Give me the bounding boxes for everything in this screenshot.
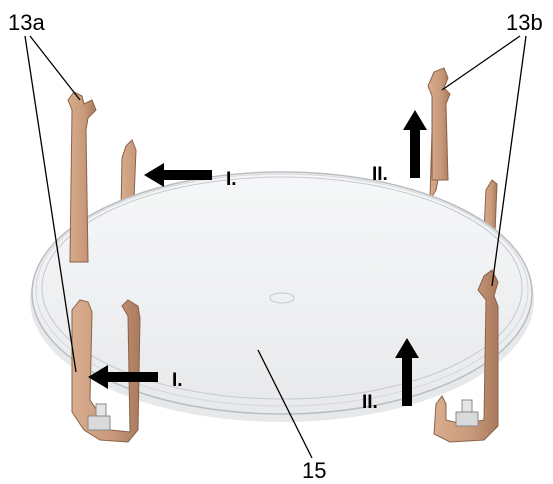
leader-13a-upper — [29, 35, 81, 101]
label-13a: 13a — [8, 10, 45, 35]
leader-15 — [257, 349, 313, 459]
arrow-left-bottom — [88, 365, 158, 389]
arrows — [88, 110, 427, 406]
bracket-lower-right — [433, 269, 499, 443]
arrow-left-top — [144, 163, 212, 187]
bracket-upper-left — [67, 91, 97, 263]
arrow-up-bottom — [395, 338, 419, 406]
step-label-one-top: I. — [226, 169, 237, 190]
label-13b: 13b — [506, 10, 543, 35]
label-15: 15 — [302, 458, 326, 483]
step-label-two-bottom: II. — [362, 392, 378, 413]
leader-13a-lower — [24, 35, 77, 373]
arrow-up-top — [403, 110, 427, 178]
step-label-one-bottom: I. — [172, 370, 183, 391]
leader-13b-lower — [491, 35, 527, 287]
leader-lines — [24, 35, 527, 459]
bracket-lower-left — [71, 299, 141, 443]
leader-13b-upper — [441, 35, 521, 91]
bracket-upper-right — [427, 67, 451, 181]
step-label-two-top: II. — [372, 164, 388, 185]
